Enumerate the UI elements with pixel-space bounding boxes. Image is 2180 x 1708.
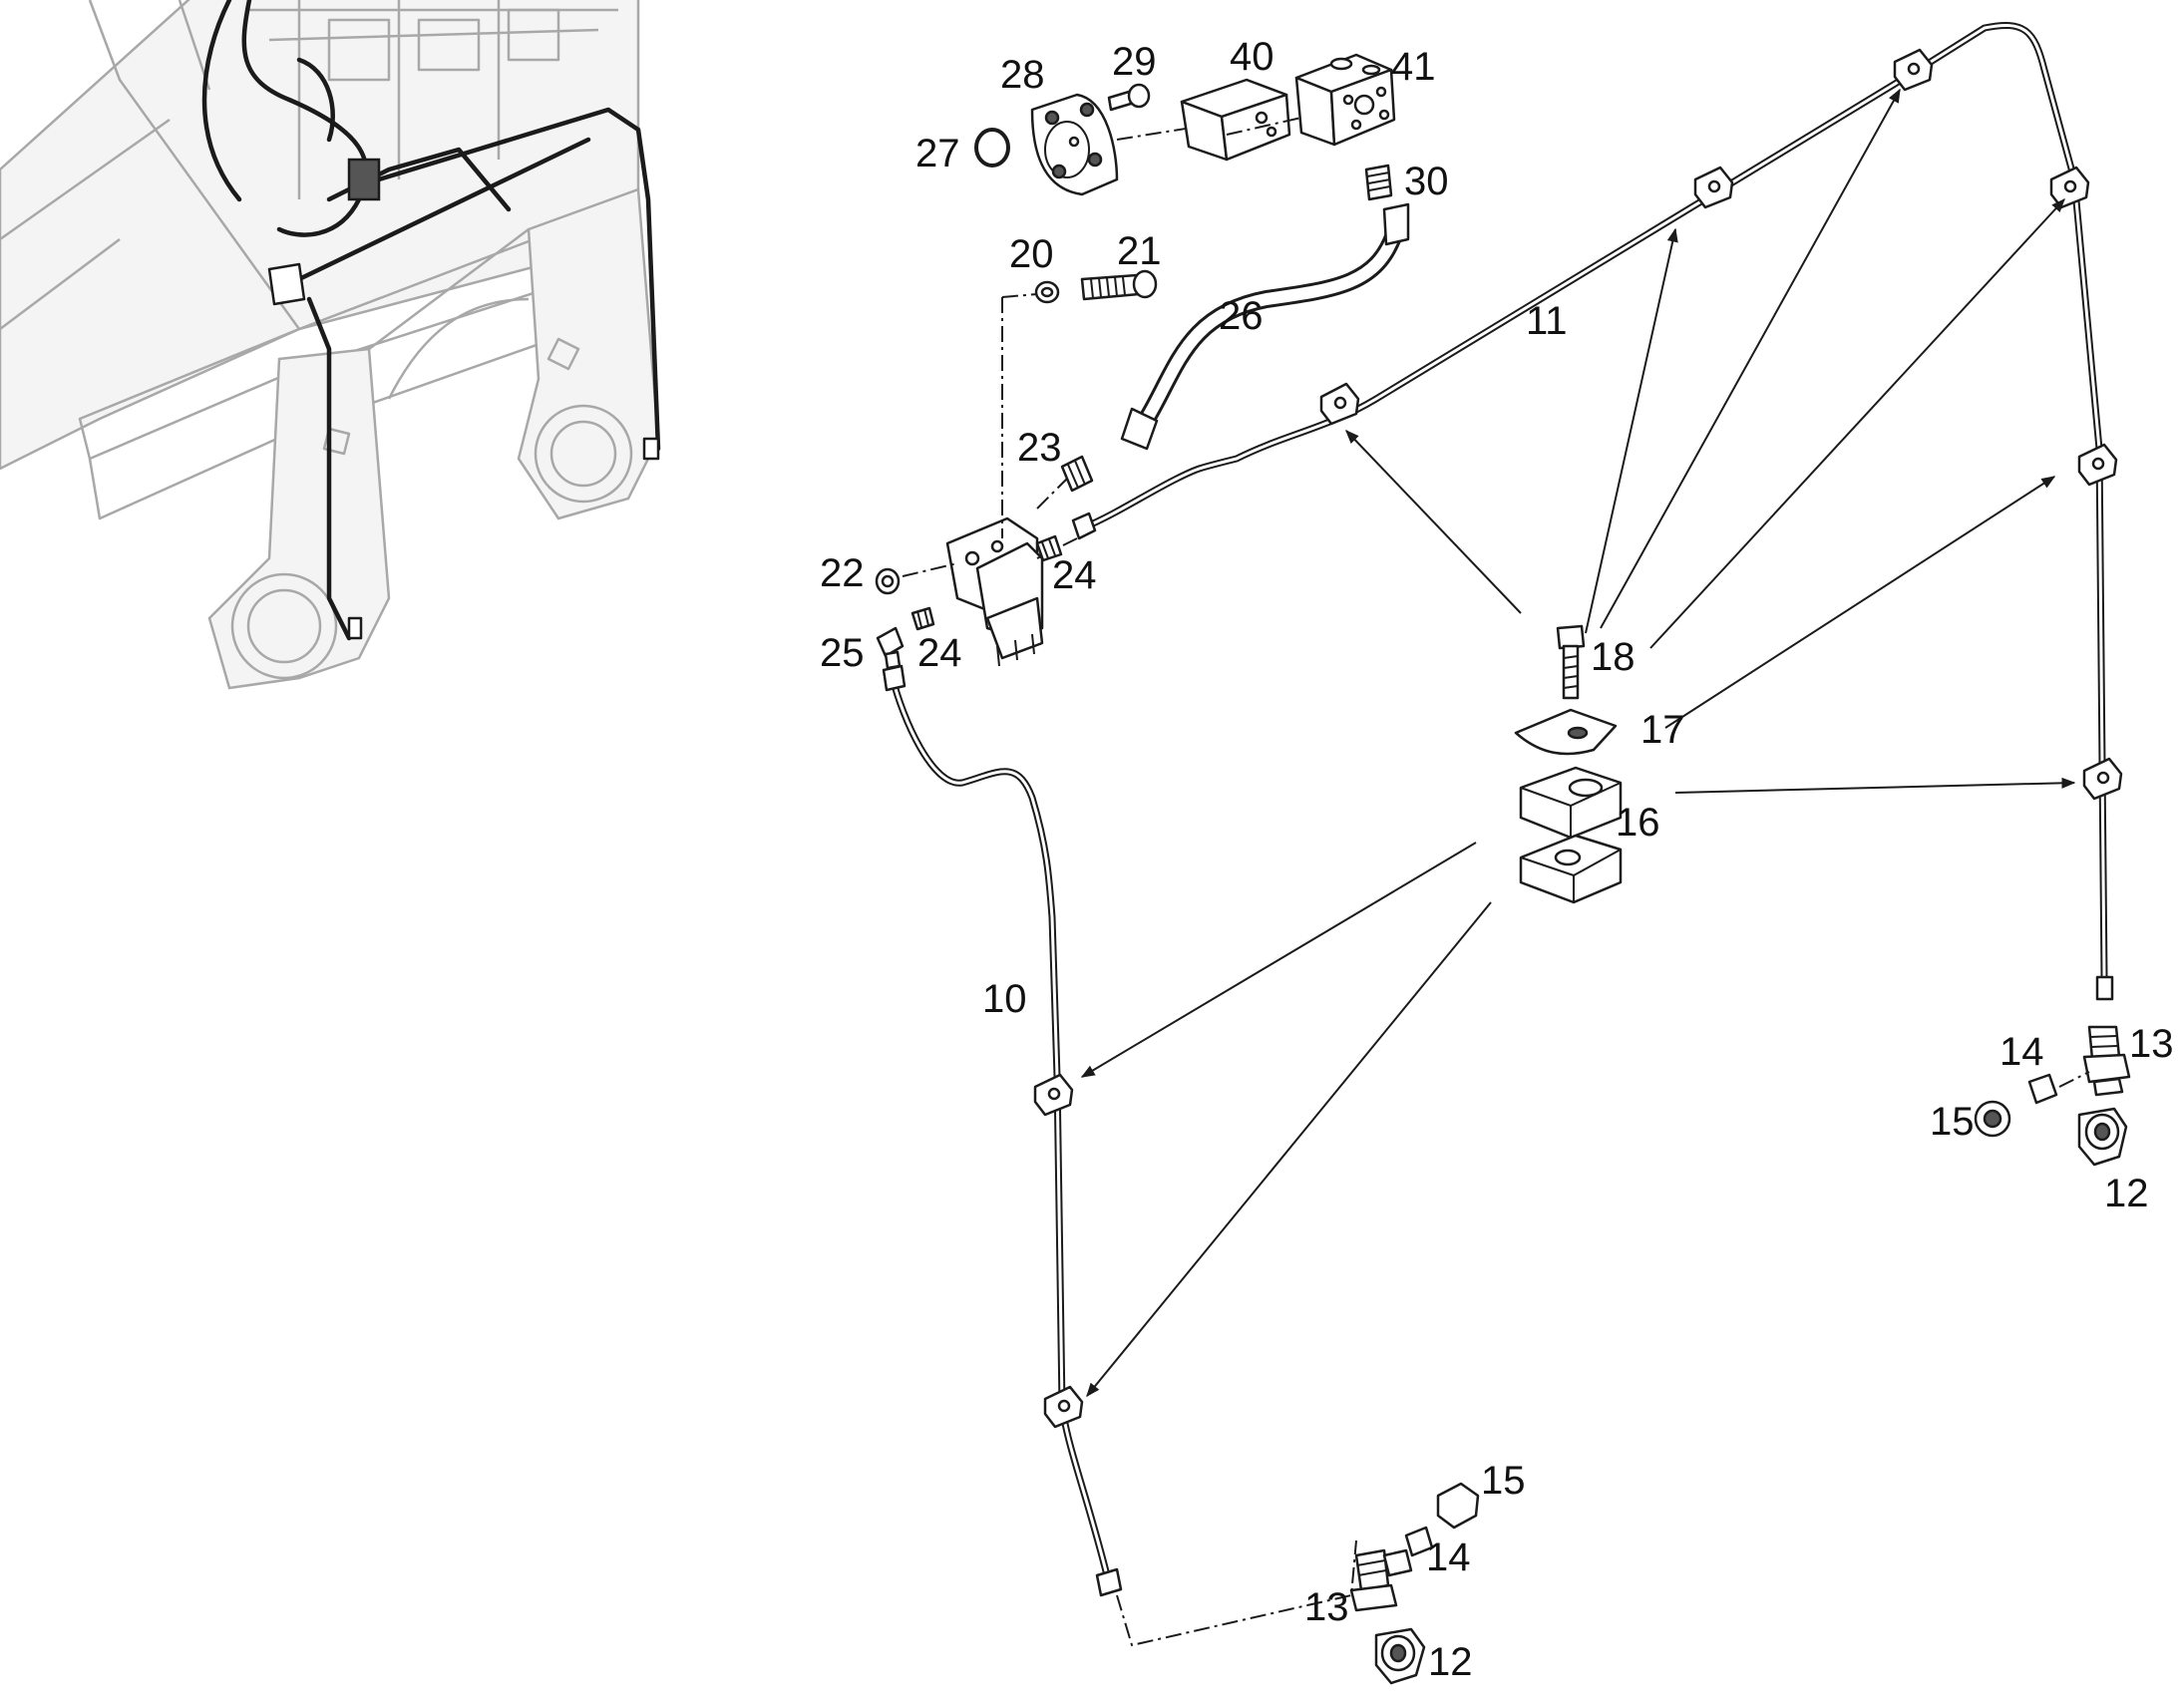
nut-15-bottom — [1436, 1482, 1480, 1530]
clamp-line10-a — [1033, 1073, 1074, 1117]
callout-30: 30 — [1404, 160, 1449, 203]
coupling-12-right — [2077, 1107, 2128, 1167]
callout-labels: 27 28 29 40 41 30 20 21 26 11 23 22 24 2… — [820, 35, 2174, 1684]
valve-block — [945, 516, 1044, 667]
callout-17: 17 — [1640, 708, 1685, 752]
o-ring-27 — [974, 128, 1010, 168]
callout-26: 26 — [1219, 294, 1264, 338]
screw-29 — [1107, 83, 1151, 112]
callout-24-upper: 24 — [1052, 553, 1097, 597]
callout-41: 41 — [1391, 45, 1436, 89]
clamp-half-16-lower — [1519, 834, 1623, 904]
callout-12-bottom: 12 — [1428, 1640, 1473, 1684]
callout-14-right: 14 — [1999, 1030, 2044, 1074]
sleeve-14-bottom — [1404, 1526, 1434, 1557]
clamp-line11-d — [2049, 166, 2090, 209]
callout-22: 22 — [820, 551, 865, 595]
tee-13-bottom — [1349, 1548, 1413, 1612]
line-11 — [1071, 21, 2114, 1001]
clamp-line11-c — [1893, 48, 1934, 92]
callout-40: 40 — [1230, 35, 1274, 79]
callout-15-bottom: 15 — [1481, 1459, 1526, 1503]
line-10 — [882, 664, 1123, 1597]
callout-28: 28 — [1000, 53, 1045, 97]
callout-12-right: 12 — [2104, 1172, 2149, 1215]
machine-frame-context — [0, 0, 661, 690]
plate-17 — [1514, 708, 1618, 756]
fitting-axis-right — [2058, 1071, 2090, 1088]
coupling-12-bottom — [1374, 1627, 1426, 1685]
callout-29: 29 — [1112, 40, 1157, 84]
hose-26 — [1120, 202, 1410, 451]
callout-25: 25 — [820, 631, 865, 675]
bolt-18 — [1556, 624, 1586, 700]
nut-15-right — [1974, 1100, 2011, 1138]
callout-15-right: 15 — [1930, 1100, 1975, 1144]
adapter-flange-28 — [1030, 93, 1119, 196]
clamp-line11-e — [2077, 443, 2118, 487]
fitting-23 — [1060, 455, 1094, 493]
block-axis — [1226, 117, 1302, 136]
callout-24-lower: 24 — [917, 631, 962, 675]
fitting-24-lower — [910, 606, 935, 631]
valve-fitting-axis-22 — [902, 562, 958, 577]
callout-16: 16 — [1616, 801, 1660, 845]
clamp-line11-a — [1319, 382, 1360, 426]
clamp-line10-b — [1043, 1385, 1084, 1429]
callout-11: 11 — [1526, 299, 1568, 343]
callout-23: 23 — [1017, 426, 1062, 470]
adapter-axis — [1116, 127, 1193, 141]
leader-arrows — [1080, 88, 2076, 1398]
washer-20 — [1034, 280, 1060, 304]
callout-21: 21 — [1117, 229, 1162, 273]
sleeve-14-right — [2027, 1073, 2058, 1105]
clamp-line11-b — [1693, 166, 1734, 209]
block-41 — [1294, 53, 1396, 147]
elbow-25 — [876, 626, 905, 670]
callout-13-bottom: 13 — [1304, 1585, 1349, 1629]
fitting-24-upper — [1035, 534, 1063, 562]
bolt-21 — [1080, 269, 1158, 301]
fitting-30 — [1364, 164, 1393, 201]
nut-22 — [875, 567, 901, 595]
block-40 — [1180, 78, 1291, 162]
tee-13-right — [2082, 1025, 2131, 1097]
callout-20: 20 — [1009, 232, 1054, 276]
clamp-line11-f — [2082, 757, 2123, 801]
callout-10: 10 — [982, 977, 1027, 1021]
valve-fitting-axis-23 — [1036, 478, 1068, 510]
clamp-half-16-upper — [1519, 766, 1623, 840]
callout-18: 18 — [1591, 635, 1635, 679]
callout-13-right: 13 — [2129, 1022, 2174, 1066]
fitting-axis-bottom — [1116, 1539, 1357, 1647]
callout-27: 27 — [915, 132, 960, 175]
bolt-axis-20 — [1001, 293, 1038, 298]
callout-14-bottom: 14 — [1426, 1536, 1471, 1579]
